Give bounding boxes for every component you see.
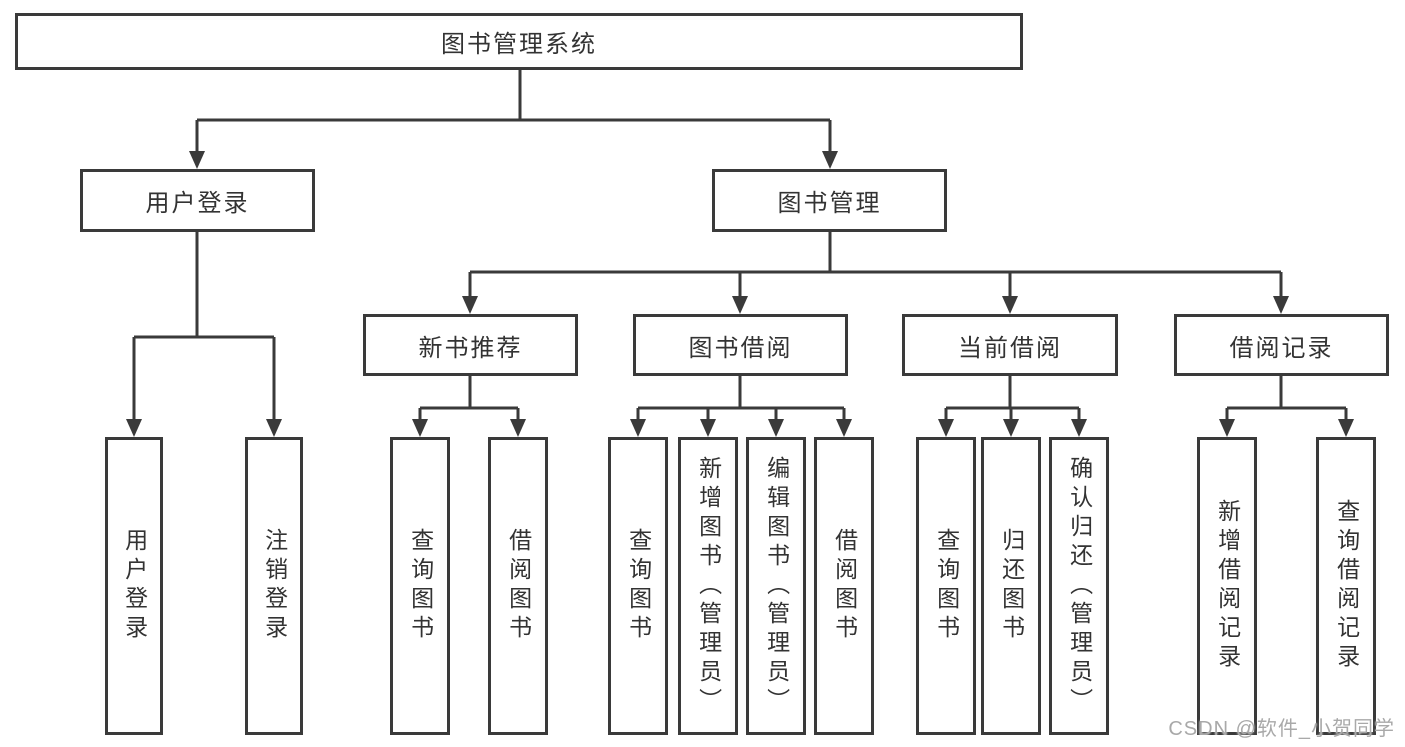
leaf-borrow-edit-books-admin: 编辑图书（管理员） — [746, 437, 806, 735]
leaf-user-login: 用户登录 — [105, 437, 163, 735]
node-book-management-label: 图书管理 — [777, 190, 882, 217]
leaf-recommend-query-books: 查询图书 — [390, 437, 450, 735]
leaf-logout-label: 注销登录 — [261, 528, 288, 644]
leaf-logout: 注销登录 — [245, 437, 303, 735]
leaf-records-query-borrow-record: 查询借阅记录 — [1316, 437, 1376, 735]
leaf-recommend-borrow-books: 借阅图书 — [488, 437, 548, 735]
node-book-borrow-label: 图书借阅 — [688, 334, 793, 362]
leaf-current-query-books-label: 查询图书 — [933, 528, 960, 644]
node-new-book-recommend-label: 新书推荐 — [418, 334, 523, 362]
arrowheads — [126, 151, 1354, 437]
node-root: 图书管理系统 — [15, 13, 1023, 70]
leaf-borrow-borrow-books: 借阅图书 — [814, 437, 874, 735]
node-book-management: 图书管理 — [712, 169, 947, 232]
leaf-records-add-borrow-record-label: 新增借阅记录 — [1214, 499, 1241, 673]
leaf-current-query-books: 查询图书 — [916, 437, 976, 735]
leaf-borrow-borrow-books-label: 借阅图书 — [831, 528, 858, 644]
leaf-recommend-borrow-books-label: 借阅图书 — [505, 528, 532, 644]
leaf-recommend-query-books-label: 查询图书 — [407, 528, 434, 644]
leaf-borrow-query-books-label: 查询图书 — [625, 528, 652, 644]
leaf-records-query-borrow-record-label: 查询借阅记录 — [1333, 499, 1360, 673]
leaf-current-return-books-label: 归还图书 — [998, 528, 1025, 644]
node-current-borrow: 当前借阅 — [902, 314, 1118, 376]
leaf-user-login-label: 用户登录 — [121, 528, 148, 644]
leaf-current-confirm-return-admin-label: 确认归还（管理员） — [1066, 455, 1093, 717]
leaf-records-add-borrow-record: 新增借阅记录 — [1197, 437, 1257, 735]
node-user-login-branch: 用户登录 — [80, 169, 315, 232]
leaf-borrow-query-books: 查询图书 — [608, 437, 668, 735]
csdn-watermark: CSDN @软件_小贺同学 — [1168, 718, 1395, 740]
leaf-current-return-books: 归还图书 — [981, 437, 1041, 735]
node-borrow-records-label: 借阅记录 — [1229, 334, 1334, 362]
node-user-login-branch-label: 用户登录 — [145, 190, 250, 217]
node-new-book-recommend: 新书推荐 — [363, 314, 578, 376]
node-root-label: 图书管理系统 — [441, 31, 597, 58]
node-current-borrow-label: 当前借阅 — [958, 334, 1062, 362]
leaf-borrow-add-books-admin-label: 新增图书（管理员） — [695, 455, 722, 717]
node-book-borrow: 图书借阅 — [633, 314, 848, 376]
node-borrow-records: 借阅记录 — [1174, 314, 1389, 376]
leaf-current-confirm-return-admin: 确认归还（管理员） — [1049, 437, 1109, 735]
leaf-borrow-edit-books-admin-label: 编辑图书（管理员） — [763, 455, 790, 717]
leaf-borrow-add-books-admin: 新增图书（管理员） — [678, 437, 738, 735]
